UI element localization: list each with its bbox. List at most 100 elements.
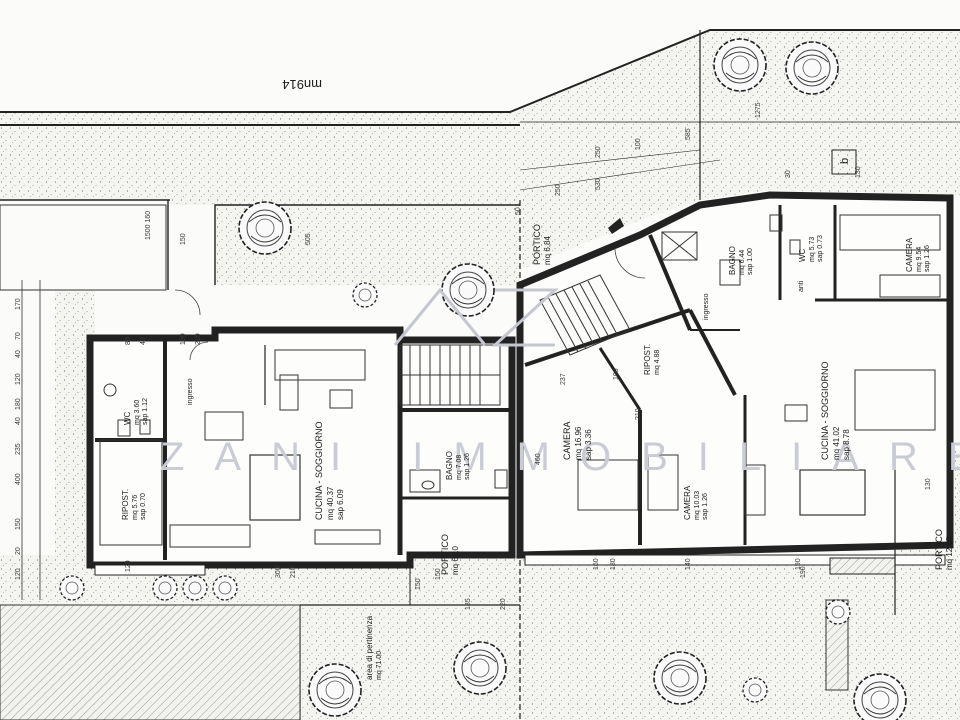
wc-left-area: mq 3.60 [134, 400, 141, 425]
left-dimension-6: 235 [15, 443, 22, 455]
misc-dimension-3: 80 [125, 337, 132, 345]
section-marker: b [839, 158, 851, 164]
bagno-right-area: mq 6.44 [739, 250, 746, 275]
bagno-right-name: BAGNO [728, 246, 737, 275]
misc-dimension-16: 160 [593, 558, 600, 570]
camera-center-area: mq 16.96 [574, 426, 583, 460]
misc-dimension-12: 300 [275, 566, 282, 578]
portico-top-area: mq 6.84 [543, 236, 552, 265]
portico-right-name: PORTICO [934, 529, 944, 570]
misc-dimension-8: 100 [613, 368, 620, 380]
misc-dimension-21: 185 [465, 598, 472, 610]
misc-dimension-6: 210 [195, 333, 202, 345]
portico-bottom-name: PORTICO [440, 534, 450, 575]
misc-dimension-10: 460 [535, 453, 542, 465]
misc-dimensions: 1500 160 150 505 80 40 190 210 237 100 210 460 120 3… [125, 211, 932, 610]
misc-dimension-2: 505 [305, 233, 312, 245]
misc-dimension-18: 140 [685, 558, 692, 570]
left-unit [86, 289, 516, 569]
misc-dimension-13: 210 [290, 566, 297, 578]
misc-dimension-19: 190 [795, 558, 802, 570]
garden-area: mq 71.00 [376, 651, 383, 680]
camera-top-right-name: CAMERA [905, 237, 914, 272]
bagno-center-name: BAGNO [445, 451, 454, 480]
left-dimension-8: 150 [15, 518, 22, 530]
camera-center-sap: sap 3.36 [584, 429, 593, 460]
ripost-left-area: mq 5.76 [132, 495, 139, 520]
top-dimension-5: 250 [555, 184, 562, 196]
camera-top-right-area: mq 9.54 [916, 247, 923, 272]
misc-dimension-11: 120 [125, 560, 132, 572]
left-dimension-4: 180 [15, 398, 22, 410]
cucina-right-sap: sap 8.78 [842, 429, 851, 460]
right-unit [516, 191, 954, 559]
hatched-lot [0, 604, 301, 720]
wc-right-area: mq 5.73 [809, 237, 816, 262]
top-dimension-6: 50 [515, 207, 522, 215]
ripost-center-area: mq 4.88 [654, 350, 661, 375]
boundary-lines [0, 29, 960, 720]
misc-dimension-17: 180 [610, 558, 617, 570]
room-labels: PORTICO mq 6.84 BAGNO mq 6.44 sap 1.00 W… [121, 149, 954, 680]
misc-dimension-20: 190 [800, 566, 807, 578]
misc-dimension-14: 150 [415, 578, 422, 590]
cucina-right-name: CUCINA - SOGGIORNO [820, 361, 830, 460]
misc-dimension-1: 150 [180, 233, 187, 245]
ingresso-left-label: ingresso [187, 378, 194, 405]
left-dimension-9: 20 [15, 547, 22, 555]
misc-dimension-4: 40 [140, 337, 147, 345]
top-dimension-4: 530 [595, 178, 602, 190]
camera-top-right-sap: sap 1.26 [924, 245, 931, 272]
cucina-left-sap: sap 6.09 [336, 489, 345, 520]
ripost-center-name: RIPOST. [643, 344, 652, 375]
camera-small-area: mq 10.03 [694, 491, 701, 520]
top-dimension-2: 100 [635, 138, 642, 150]
left-dimension-7: 400 [15, 473, 22, 485]
top-dimension-3: 250 [595, 146, 602, 158]
parcel-ref: mn914 [282, 77, 322, 92]
top-dimension-7: 30 [785, 170, 792, 178]
portico-right-area: mq 12.90 [945, 536, 954, 570]
left-dimension-3: 120 [15, 373, 22, 385]
top-dimension-0: 1275 [755, 102, 762, 118]
camera-small-name: CAMERA [683, 485, 692, 520]
left-dimension-2: 40 [15, 350, 22, 358]
watermark-logo [393, 287, 559, 347]
misc-dimension-22: 220 [500, 598, 507, 610]
portico-bottom-area: mq 6.10 [451, 546, 460, 575]
misc-dimension-15: 150 [435, 568, 442, 580]
cucina-left-area: mq 40.37 [326, 486, 335, 520]
left-dimension-0: 170 [15, 298, 22, 310]
camera-center-name: CAMERA [562, 421, 572, 460]
wc-left-sap: sap 1.12 [142, 398, 149, 425]
misc-dimension-7: 237 [560, 373, 567, 385]
garden-name: area di pertinenza [365, 615, 374, 680]
top-dimension-1: 585 [685, 128, 692, 140]
bagno-center-sap: sap 1.26 [464, 453, 471, 480]
wc-right-sap: sap 0.73 [817, 235, 824, 262]
anti-label: anti [798, 280, 805, 292]
ripost-left-name: RIPOST. [121, 489, 130, 520]
misc-dimension-9: 210 [635, 408, 642, 420]
ripost-left-sap: sap 0.70 [140, 493, 147, 520]
cucina-right-area: mq 41.02 [832, 426, 841, 460]
left-dimension-1: 70 [15, 332, 22, 340]
left-dimension-chain: 170 70 40 120 180 40 235 400 150 20 120 [15, 280, 41, 600]
wc-left-name: WC [123, 411, 132, 425]
watermark-text: ZANI IMMOBILIARE [160, 435, 960, 479]
bottom-strips [94, 450, 946, 615]
cucina-left-name: CUCINA - SOGGIORNO [314, 421, 324, 520]
misc-dimension-23: 130 [925, 478, 932, 490]
left-dimension-10: 120 [15, 568, 22, 580]
camera-small-sap: sap 1.26 [702, 493, 709, 520]
misc-dimension-5: 190 [180, 333, 187, 345]
bagno-right-sap: sap 1.00 [747, 248, 754, 275]
bagno-center-area: mq 7.08 [456, 455, 463, 480]
portico-top-name: PORTICO [532, 224, 542, 265]
misc-dimension-0: 1500 160 [145, 211, 152, 240]
left-dimension-5: 40 [15, 417, 22, 425]
wc-right-name: WC [798, 248, 807, 262]
